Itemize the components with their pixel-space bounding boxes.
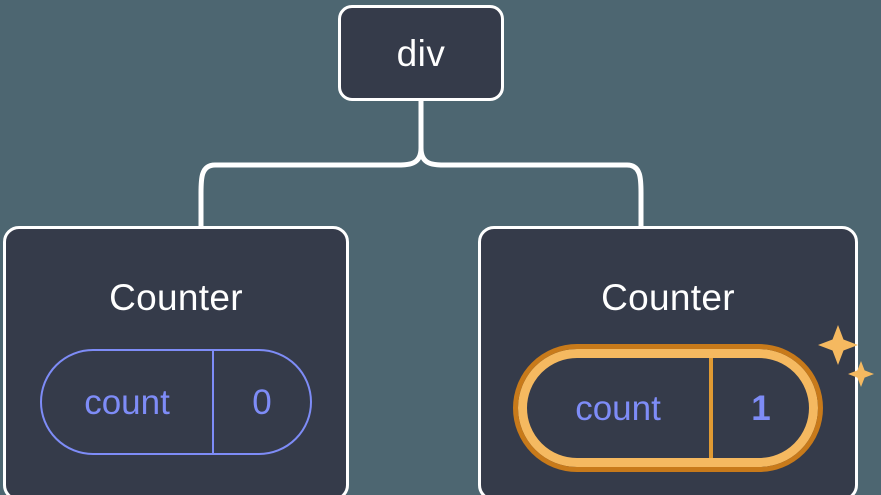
state-value-left: 0 bbox=[212, 351, 310, 453]
sparkle-large-icon bbox=[818, 325, 858, 365]
node-counter-left[interactable]: Counter count 0 bbox=[3, 226, 349, 495]
edge-to-counter-left bbox=[198, 145, 424, 229]
sparkles-icon bbox=[818, 325, 874, 387]
node-counter-left-label: Counter bbox=[109, 277, 243, 318]
sparkle-small-icon bbox=[848, 361, 874, 387]
state-pill-right-highlighted[interactable]: count 1 bbox=[513, 344, 823, 472]
node-counter-right[interactable]: Counter count 1 bbox=[478, 226, 874, 495]
state-pill-left[interactable]: count 0 bbox=[40, 349, 312, 455]
edge-to-counter-right bbox=[418, 145, 644, 229]
node-div-label: div bbox=[396, 32, 446, 74]
state-value-right: 1 bbox=[709, 358, 809, 458]
state-key-right: count bbox=[575, 388, 661, 428]
state-key-left: count bbox=[84, 382, 170, 422]
node-counter-right-label: Counter bbox=[601, 277, 735, 318]
state-pill-right-wrap: count 1 bbox=[513, 325, 874, 472]
node-div[interactable]: div bbox=[338, 5, 504, 101]
state-pill-left-wrap: count 0 bbox=[40, 349, 312, 455]
